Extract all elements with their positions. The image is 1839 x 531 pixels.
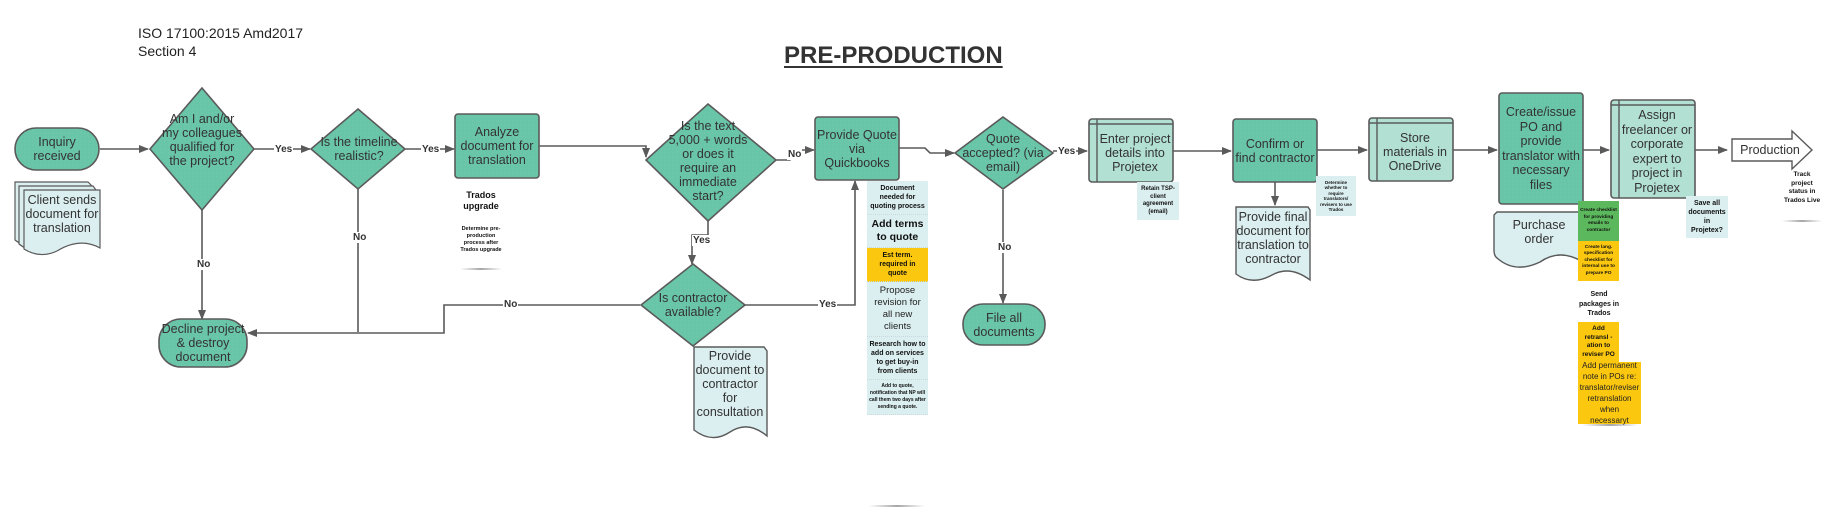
client-sends-document-shape (14, 181, 101, 256)
store-materials-shape (1368, 117, 1454, 182)
edge-label-yes: Yes (274, 144, 294, 155)
note-shadow (460, 268, 502, 270)
file-all-documents-shape (962, 303, 1046, 346)
qualified-decision-node[interactable]: Am I and/or my colleagues qualified for … (162, 112, 242, 168)
edge-label-yes: Yes (692, 235, 712, 246)
determine-trados-note: Determine whether to require translators… (1316, 176, 1356, 216)
inquiry-received-shape (14, 127, 100, 171)
standard-reference-line2: Section 4 (138, 43, 197, 59)
checklist-emails-note: Create checklist for providing emails to… (1578, 201, 1619, 241)
client-sends-document-node[interactable]: Client sends document for translation (25, 193, 99, 235)
quote-note-item: Add to quote, notification that NP will … (867, 380, 928, 415)
provide-doc-consultation-node[interactable]: Provide document to contractor for consu… (695, 349, 765, 419)
track-status-note: Track project status in Trados Live (1783, 171, 1821, 204)
permanent-note: Add permanent note in POs re: translator… (1578, 361, 1641, 425)
save-documents-note: Save all documents in Projetex? (1686, 196, 1728, 238)
decline-project-shape (158, 318, 248, 368)
edge-label-yes: Yes (421, 144, 441, 155)
edge-contractor-no-decline (247, 304, 640, 337)
timeline-decision-shape (309, 107, 407, 191)
file-all-documents-node[interactable]: File all documents (973, 310, 1035, 339)
word-count-decision-shape (644, 102, 778, 223)
quote-accepted-decision-node[interactable]: Quote accepted? (via email) (962, 132, 1044, 174)
provide-final-document-node[interactable]: Provide final document for translation t… (1236, 210, 1310, 266)
edge-analyze-to-wordcount (538, 145, 650, 158)
purchase-order-shape (1493, 211, 1584, 268)
create-po-node[interactable]: Create/issue PO and provide translator w… (1502, 105, 1580, 192)
assign-freelancer-shape (1610, 99, 1696, 199)
edge-label-yes: Yes (1057, 146, 1077, 157)
qualified-decision-shape (148, 86, 256, 212)
decline-project-node[interactable]: Decline project & destroy document (161, 322, 245, 364)
edge-contractor-yes-quote (745, 180, 859, 306)
analyze-document-shape (454, 113, 540, 179)
enter-project-details-node[interactable]: Enter project details into Projetex (1099, 132, 1171, 174)
quote-note-item: Est term. required in quote (867, 248, 928, 282)
edge-quote-to-accepted (899, 147, 955, 157)
trados-upgrade-note-body: Determine pre-production process after T… (460, 226, 502, 253)
contractor-available-decision-node[interactable]: Is contractor available? (658, 291, 728, 319)
contractor-available-decision-shape (639, 262, 747, 348)
quote-note-item: Document needed for quoting process (867, 181, 928, 215)
quote-note-item: Propose revision for all new clients (867, 282, 928, 337)
page-title: PRE-PRODUCTION (784, 42, 1003, 69)
create-po-shape (1498, 92, 1584, 205)
send-packages-note: Send packages in Trados (1578, 291, 1620, 317)
confirm-contractor-node[interactable]: Confirm or find contractor (1235, 136, 1315, 165)
confirm-contractor-shape (1232, 118, 1318, 183)
note-shadow (1782, 220, 1822, 222)
quote-note-item: Add terms to quote (867, 215, 928, 248)
edge-label-yes: Yes (818, 299, 838, 310)
trados-upgrade-note-title: Trados upgrade (463, 190, 499, 211)
add-retranslation-note: Add retransl -ation to reviser PO (1578, 322, 1619, 362)
assign-freelancer-node[interactable]: Assign freelancer or corporate expert to… (1621, 108, 1693, 195)
inquiry-received-node[interactable]: Inquiry received (33, 135, 81, 163)
enter-project-details-shape (1088, 118, 1174, 183)
store-materials-node[interactable]: Store materials in OneDrive (1383, 131, 1447, 173)
note-shadow (1582, 424, 1638, 426)
provide-final-document-shape (1235, 206, 1311, 282)
edge-label-no: No (352, 232, 368, 243)
edge-label-no: No (196, 259, 212, 270)
checklist-lang-spec-note: Create lang. specification checklist for… (1578, 241, 1619, 281)
timeline-decision-node[interactable]: Is the timeline realistic? (320, 135, 398, 163)
word-count-decision-node[interactable]: Is the text 5,000 + words or does it req… (668, 119, 748, 203)
note-shadow (869, 505, 925, 507)
edge-label-no: No (787, 149, 803, 160)
edge-label-no: No (997, 242, 1013, 253)
purchase-order-node[interactable]: Purchase order (1512, 218, 1566, 246)
standard-reference-line1: ISO 17100:2015 Amd2017 (138, 25, 304, 41)
provide-quote-shape (814, 116, 900, 181)
production-arrow-shape (1731, 129, 1814, 171)
quote-note-item: Research how to add on services to get b… (867, 337, 928, 380)
quote-accepted-decision-shape (953, 116, 1055, 190)
production-node[interactable]: Production (1740, 143, 1800, 157)
edge-label-no: No (503, 299, 519, 310)
provide-doc-consultation-shape (693, 346, 768, 439)
retain-agreement-note: Retain TSP-client agreement (email) (1137, 182, 1179, 220)
analyze-document-node[interactable]: Analyze document for translation (460, 125, 534, 167)
provide-quote-node[interactable]: Provide Quote via Quickbooks (817, 127, 897, 170)
